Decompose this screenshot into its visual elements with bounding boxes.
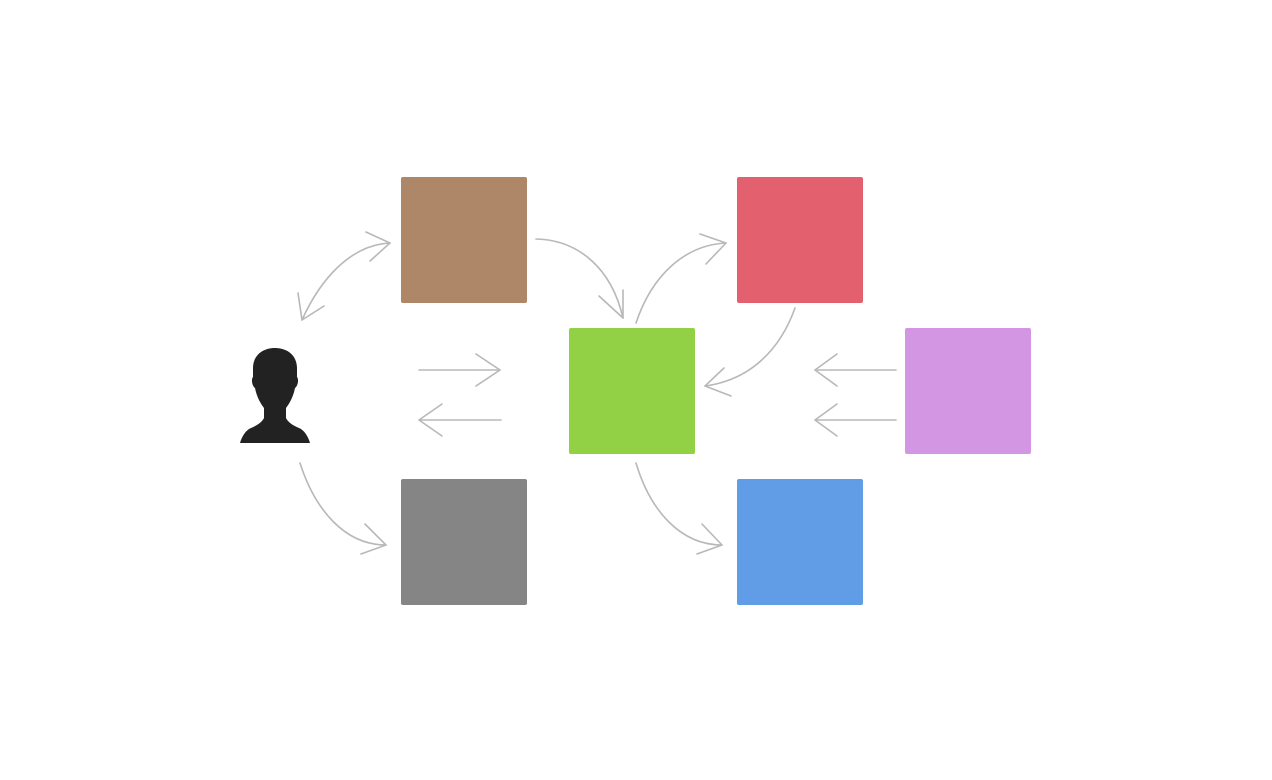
arrow-user-brown	[297, 231, 391, 321]
arrow-brown-to-green	[535, 238, 624, 319]
user-silhouette-icon	[240, 348, 310, 443]
arrow-green-to-user	[418, 403, 502, 437]
node-blue-box	[737, 479, 863, 605]
arrow-purple-to-green-lower	[814, 403, 897, 437]
arrow-user-to-green	[418, 353, 501, 387]
user-head-shape	[240, 348, 310, 443]
arrow-green-to-red	[635, 233, 727, 324]
arrow-green-to-blue	[635, 462, 723, 555]
node-brown-box	[401, 177, 527, 303]
node-gray-box	[401, 479, 527, 605]
node-green-box	[569, 328, 695, 454]
arrow-red-to-green	[704, 307, 796, 397]
arrow-purple-to-green-upper	[814, 353, 897, 387]
arrow-user-to-gray	[299, 462, 387, 555]
node-red-box	[737, 177, 863, 303]
node-purple-box	[905, 328, 1031, 454]
